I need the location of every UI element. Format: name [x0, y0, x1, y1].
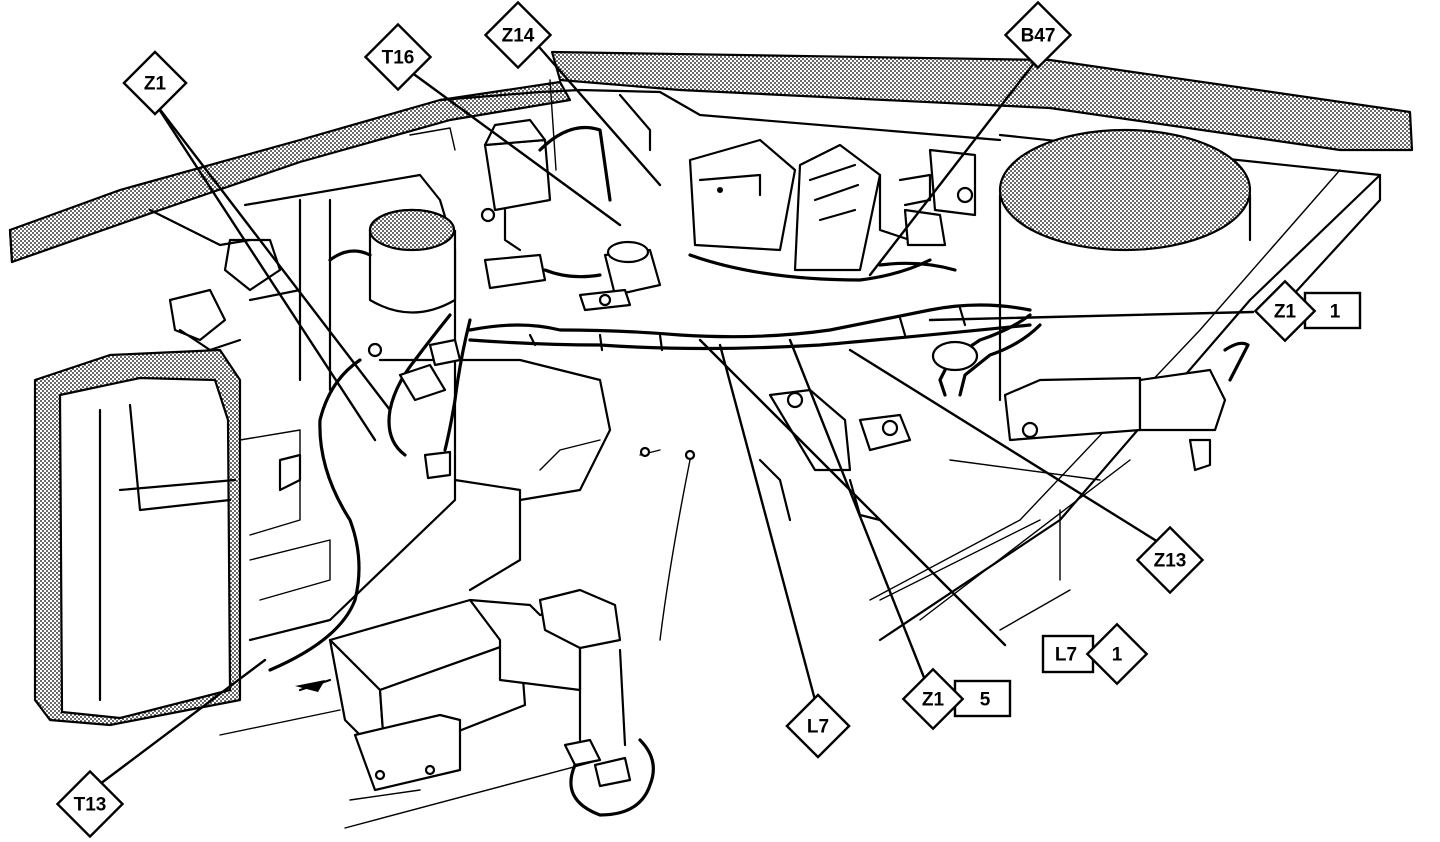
callout-label: Z1	[922, 690, 945, 711]
callout-label: Z13	[1154, 551, 1187, 572]
callout-l7-bottom: L7	[785, 693, 851, 759]
callout-label: Z1	[144, 74, 167, 95]
connector-cluster-right	[878, 148, 977, 272]
callout-z14: Z14	[483, 0, 553, 70]
callout-z1-top: Z1	[122, 50, 188, 116]
callout-t16: T16	[363, 22, 433, 92]
callout-z1-bottom: Z1 5	[901, 667, 1012, 731]
callout-label: T13	[74, 795, 107, 816]
air-cleaner-dome	[998, 128, 1252, 252]
wiring-harness-main	[468, 303, 1042, 397]
inner-fender-items	[639, 388, 912, 641]
callout-label: B47	[1021, 26, 1056, 47]
brake-booster-reservoir	[328, 208, 457, 314]
leader-lines	[90, 46, 1255, 792]
left-fender-top	[8, 80, 572, 264]
callout-number: 5	[980, 690, 991, 711]
left-harness-connectors	[268, 313, 472, 672]
callout-l7-right: L7 1	[1041, 622, 1149, 686]
callout-label: T16	[382, 48, 415, 69]
relay-center	[483, 240, 662, 312]
callout-label: L7	[807, 717, 829, 738]
callout-number: 1	[1112, 645, 1123, 666]
callout-b47: B47	[1003, 0, 1073, 70]
ecu-box	[688, 138, 932, 282]
callout-z13: Z13	[1135, 525, 1205, 595]
lower-module	[295, 588, 622, 792]
body-structure	[8, 50, 1414, 727]
callout-label: L7	[1055, 645, 1077, 666]
callout-number: 1	[1330, 302, 1341, 323]
callout-z1-right: Z1 1	[1253, 279, 1362, 343]
firewall	[438, 88, 1002, 142]
callout-label: Z1	[1274, 302, 1297, 323]
lower-connector-pigtail	[563, 648, 655, 817]
callout-label: Z14	[502, 26, 535, 47]
callout-t13: T13	[55, 769, 125, 839]
relay-module-upper-left	[480, 118, 612, 252]
cowl-panel	[550, 50, 1414, 152]
right-fender-edge	[878, 133, 1382, 642]
battery-tray-right	[1003, 341, 1250, 472]
